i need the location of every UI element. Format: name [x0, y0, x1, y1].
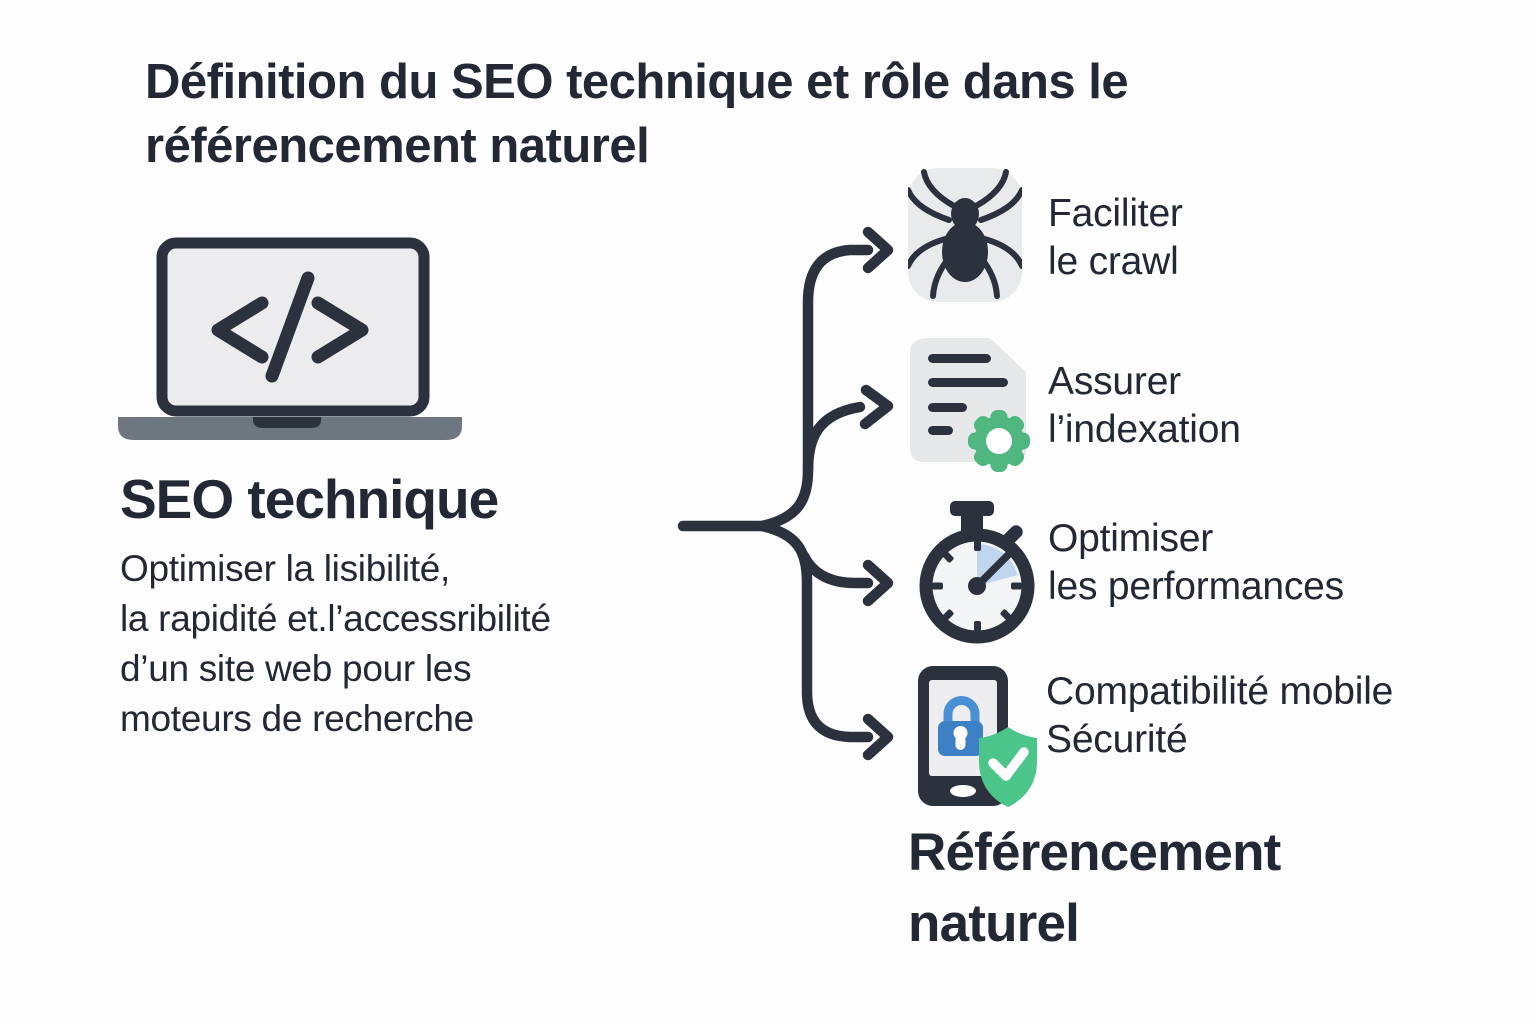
spider-legs [908, 169, 1022, 299]
branch-label-mobile-security: Compatibilité mobile Sécurité [1046, 668, 1393, 764]
branch-label-crawl: Faciliter le crawl [1048, 190, 1183, 286]
arrow-to-performance-head [862, 559, 894, 607]
branch-label-performance: Optimiser les performances [1048, 515, 1344, 611]
arrow-to-indexation-head [859, 384, 894, 430]
branch-label-line-1: Compatibilité mobile [1046, 670, 1394, 713]
branch-label-line-2: le crawl [1048, 240, 1179, 283]
arrow-to-mobile-head [862, 713, 894, 761]
description-line-2: la rapidité et.l’accessribilité [120, 598, 551, 639]
branch-label-line-1: Optimiser [1048, 517, 1214, 560]
title-line-2: référencement naturel [145, 119, 650, 173]
spider-body [942, 222, 988, 282]
phone-home-button [950, 785, 976, 797]
spider-head [951, 198, 979, 230]
arrow-to-indexation [802, 401, 866, 476]
shield-check-icon [979, 727, 1037, 807]
target-heading: Référencement naturel [908, 817, 1281, 959]
stopwatch-button [950, 501, 994, 532]
stopwatch-icon [919, 501, 1035, 644]
description-line-3: d’un site web pour les [120, 648, 472, 689]
document-text-lines [928, 354, 1008, 435]
spider-crawler-icon [908, 168, 1022, 302]
branch-label-line-1: Assurer [1048, 360, 1181, 403]
stopwatch-center [968, 577, 986, 595]
laptop-notch [253, 417, 321, 428]
branch-label-line-2: les performances [1048, 565, 1344, 608]
description-line-1: Optimiser la lisibilité, [120, 548, 450, 589]
description-line-4: moteurs de recherche [120, 698, 474, 739]
branch-label-line-2: Sécurité [1046, 718, 1188, 761]
mobile-lock-shield-icon [918, 666, 1037, 807]
arrow-to-crawl-head [862, 226, 894, 274]
arrow-to-crawl [756, 244, 874, 532]
gear-center-hole [986, 428, 1012, 454]
page-title: Définition du SEO technique et rôle dans… [145, 50, 1129, 178]
branch-arrows [677, 226, 894, 761]
laptop-code-icon [118, 237, 462, 440]
branch-label-line-2: l’indexation [1048, 408, 1241, 451]
branch-label-line-1: Faciliter [1048, 192, 1183, 235]
laptop-base [118, 417, 462, 440]
lock-icon [938, 696, 983, 756]
source-description: Optimiser la lisibilité, la rapidité et.… [120, 544, 551, 744]
gear-icon [968, 410, 1030, 472]
source-heading: SEO technique [120, 468, 499, 530]
arrow-to-mobile [756, 520, 874, 743]
branch-label-indexation: Assurer l’indexation [1048, 358, 1241, 454]
target-heading-line-2: naturel [908, 894, 1080, 953]
target-heading-line-1: Référencement [908, 823, 1281, 882]
title-line-1: Définition du SEO technique et rôle dans… [145, 55, 1129, 109]
document-gear-icon [910, 338, 1030, 472]
arrow-to-performance [798, 550, 874, 589]
code-symbol-icon [211, 271, 369, 383]
